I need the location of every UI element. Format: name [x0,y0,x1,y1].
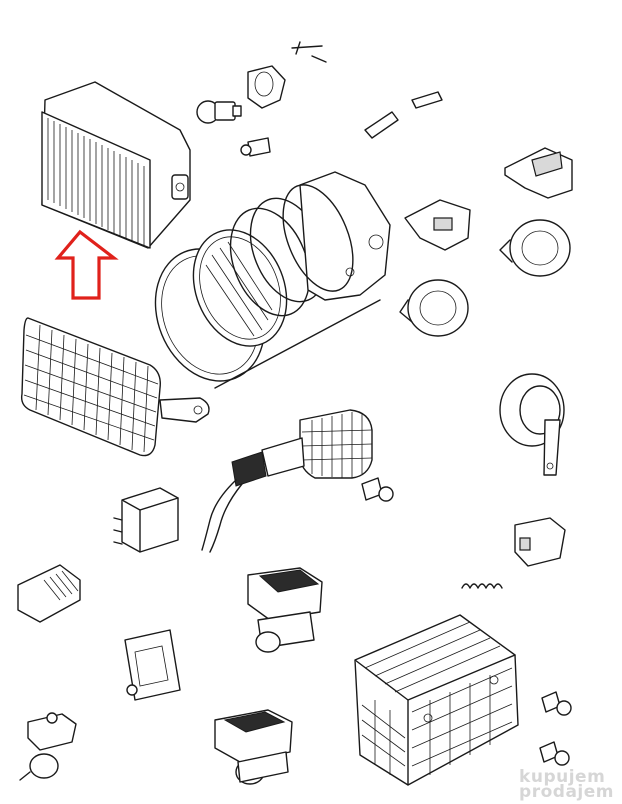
bulb-small [240,137,271,157]
battery-box [354,614,519,786]
bulb-small-right [539,691,572,766]
clamp-bracket-top [404,199,471,251]
relay [113,487,179,553]
mounting-bracket [504,147,573,199]
rectifier [17,564,81,623]
highlight-arrow-icon [54,229,119,300]
turn-signal-bulb [361,477,394,502]
clamp-ring-right [499,219,571,277]
connector-block [514,517,566,567]
clamp [19,712,77,781]
watermark-line1: kupujem [519,767,606,787]
switch-left [247,567,323,653]
headlight-grille [20,317,210,457]
spring [461,583,503,589]
bulb-socket [247,41,327,109]
horn [499,373,565,476]
watermark: kupujem prodajem [519,767,614,802]
turn-signal [201,409,373,553]
switch-right [214,709,293,785]
watermark-line2: prodajem [519,782,614,802]
headlight-bulb [196,100,242,124]
headlight-shell [214,171,391,389]
clamp-ring-middle [399,279,469,337]
bulb-connector [364,91,443,139]
headlight-housing [41,81,191,249]
regulator [124,629,181,701]
